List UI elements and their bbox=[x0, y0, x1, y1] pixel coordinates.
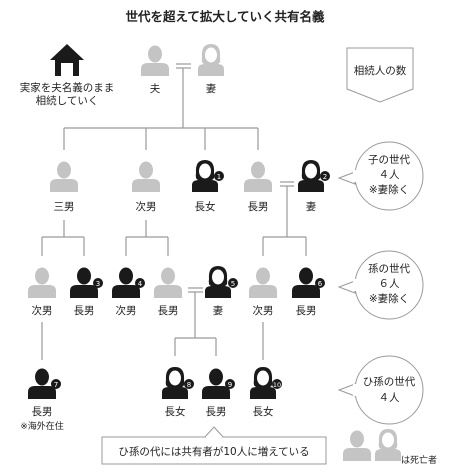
svg-text:8: 8 bbox=[187, 381, 191, 389]
legend-deceased: は死亡者 bbox=[343, 429, 437, 466]
svg-text:孫の世代: 孫の世代 bbox=[368, 263, 410, 275]
bubble-children: 子の世代 ４人 ※妻除く bbox=[337, 141, 424, 211]
svg-text:妻: 妻 bbox=[213, 304, 224, 317]
svg-text:6: 6 bbox=[318, 280, 323, 288]
svg-text:ひ孫の世代: ひ孫の世代 bbox=[363, 376, 416, 388]
legend-text: は死亡者 bbox=[401, 454, 437, 466]
svg-text:長女: 長女 bbox=[165, 405, 186, 418]
person-wife: 妻 bbox=[198, 44, 224, 95]
svg-text:9: 9 bbox=[228, 381, 232, 389]
svg-text:妻: 妻 bbox=[206, 82, 217, 95]
svg-text:長男: 長男 bbox=[296, 305, 317, 317]
person-great-grandchild-eldest-son: 7 長男 ※海外在住 bbox=[20, 368, 64, 432]
svg-text:６人: ６人 bbox=[379, 278, 400, 290]
heir-count-box bbox=[346, 47, 414, 103]
person-grandchild-wife: 5 妻 bbox=[205, 266, 238, 317]
house-caption-line2: 相続していく bbox=[36, 94, 99, 107]
svg-text:長男: 長男 bbox=[248, 201, 269, 213]
person-grandchild-eldest-son-c: 6 長男 bbox=[292, 267, 325, 317]
person-great-grandchild-eldest-daughter-a: 8 長女 bbox=[162, 367, 194, 418]
svg-text:次男: 次男 bbox=[116, 304, 137, 317]
person-great-grandchild-eldest-son-b: 9 長男 bbox=[202, 368, 235, 418]
svg-text:3: 3 bbox=[96, 280, 100, 288]
person-husband: 夫 bbox=[141, 45, 169, 95]
svg-text:1: 1 bbox=[217, 173, 221, 181]
svg-text:10: 10 bbox=[273, 381, 281, 389]
person-third-son: 三男 bbox=[50, 161, 78, 213]
svg-text:子の世代: 子の世代 bbox=[368, 154, 410, 166]
svg-text:※妻除く: ※妻除く bbox=[369, 292, 409, 305]
house-icon bbox=[50, 44, 84, 76]
svg-text:三男: 三男 bbox=[54, 201, 75, 213]
svg-text:7: 7 bbox=[54, 381, 58, 389]
svg-text:妻: 妻 bbox=[306, 200, 317, 213]
svg-text:長男: 長男 bbox=[158, 305, 179, 317]
svg-text:次男: 次男 bbox=[253, 304, 274, 317]
person-grandchild-eldest-son-a: 3 長男 bbox=[70, 267, 103, 317]
tree-connectors bbox=[41, 63, 307, 360]
summary-box: ひ孫の代には共有者が10人に増えている bbox=[101, 426, 327, 465]
legend-male-icon bbox=[343, 430, 371, 461]
house-caption-line1: 実家を夫名義のまま bbox=[20, 81, 115, 94]
person-grandchild-second-son-a: 次男 bbox=[28, 267, 56, 317]
svg-text:5: 5 bbox=[231, 280, 235, 288]
legend-female-icon bbox=[375, 429, 401, 461]
person-grandchild-second-son-c: 次男 bbox=[249, 267, 277, 317]
summary-text: ひ孫の代には共有者が10人に増えている bbox=[118, 445, 309, 458]
svg-text:４人: ４人 bbox=[379, 392, 400, 404]
bubble-grandchildren: 孫の世代 ６人 ※妻除く bbox=[337, 250, 424, 320]
svg-text:夫: 夫 bbox=[150, 83, 161, 95]
svg-text:長女: 長女 bbox=[253, 405, 274, 418]
overseas-note: ※海外在住 bbox=[20, 420, 64, 432]
svg-text:長男: 長男 bbox=[74, 305, 95, 317]
bubble-great-grandchildren: ひ孫の世代 ４人 bbox=[337, 355, 424, 425]
person-eldest-daughter: 1 長女 bbox=[192, 160, 224, 213]
svg-text:長男: 長男 bbox=[206, 406, 227, 418]
svg-text:４人: ４人 bbox=[379, 169, 400, 181]
person-grandchild-second-son-b: 4 次男 bbox=[112, 267, 145, 317]
svg-text:長女: 長女 bbox=[195, 200, 216, 213]
svg-text:※妻除く: ※妻除く bbox=[369, 183, 409, 196]
person-eldest-son: 長男 bbox=[244, 161, 272, 213]
person-great-grandchild-eldest-daughter-b: 10 長女 bbox=[250, 367, 282, 418]
diagram-title: 世代を超えて拡大していく共有名義 bbox=[125, 9, 325, 24]
svg-text:4: 4 bbox=[138, 280, 143, 288]
svg-text:次男: 次男 bbox=[136, 200, 157, 213]
person-eldest-son-wife: 2 妻 bbox=[298, 160, 330, 213]
svg-text:2: 2 bbox=[323, 173, 327, 181]
svg-text:長男: 長男 bbox=[32, 406, 53, 418]
person-second-son: 次男 bbox=[132, 161, 160, 213]
person-grandchild-eldest-son-b: 長男 bbox=[154, 267, 182, 317]
svg-text:次男: 次男 bbox=[32, 304, 53, 317]
heir-count-label: 相続人の数 bbox=[354, 64, 407, 77]
